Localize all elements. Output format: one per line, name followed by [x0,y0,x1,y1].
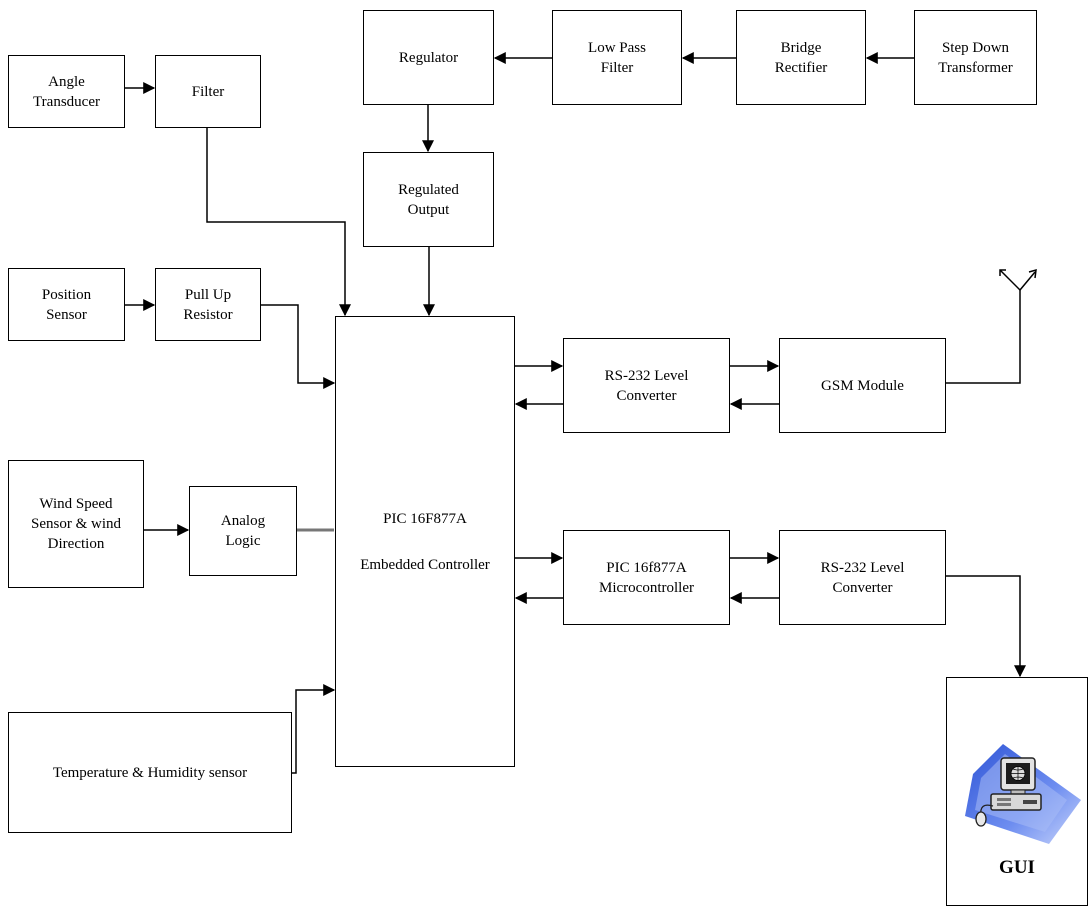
step-down-transformer-block: Step Down Transformer [914,10,1037,105]
step-down-transformer-label: Step Down Transformer [938,39,1013,76]
wire-temp-to-controller [292,684,336,774]
rs232-bottom-block: RS-232 Level Converter [779,530,946,625]
regulated-output-block: Regulated Output [363,152,494,247]
pic-microcontroller-block: PIC 16f877A Microcontroller [563,530,730,625]
wire-filter-to-controller [206,128,351,317]
embedded-controller-block: PIC 16F877A Embedded Controller [335,316,515,767]
gsm-module-block: GSM Module [779,338,946,433]
low-pass-filter-label: Low Pass Filter [588,39,646,76]
angle-transducer-label: Angle Transducer [33,73,100,110]
bridge-rectifier-label: Bridge Rectifier [774,39,828,76]
rs232-bottom-label: RS-232 Level Converter [820,559,905,596]
wind-sensor-label: Wind Speed Sensor & wind Direction [31,496,121,552]
wire-pullup-to-controller [261,304,336,389]
gui-block: GUI [946,677,1088,906]
position-sensor-label: Position Sensor [41,286,92,323]
rs232-top-block: RS-232 Level Converter [563,338,730,433]
pic-microcontroller-label: PIC 16f877A Microcontroller [599,559,694,596]
computer-icon [965,744,1081,844]
antenna-icon [999,268,1037,291]
filter-block: Filter [155,55,261,128]
analog-logic-label: Analog Logic [220,513,266,549]
rs232-top-label: RS-232 Level Converter [604,367,689,404]
regulator-label: Regulator [398,49,459,66]
wind-sensor-block: Wind Speed Sensor & wind Direction [8,460,144,588]
low-pass-filter-block: Low Pass Filter [552,10,682,105]
bridge-rectifier-block: Bridge Rectifier [736,10,866,105]
pull-up-resistor-label: Pull Up Resistor [183,286,233,323]
regulator-block: Regulator [363,10,494,105]
gui-label: GUI [999,857,1035,878]
regulated-output-label: Regulated Output [398,181,459,218]
gsm-module-label: GSM Module [821,377,904,394]
pull-up-resistor-block: Pull Up Resistor [155,268,261,341]
angle-transducer-block: Angle Transducer [8,55,125,128]
position-sensor-block: Position Sensor [8,268,125,341]
temp-humidity-block: Temperature & Humidity sensor [8,712,292,833]
wire-rs232-to-gui [946,575,1026,678]
wire-gsm-to-antenna [946,290,1021,384]
filter-label: Filter [191,83,225,100]
embedded-controller-label: PIC 16F877A Embedded Controller [360,510,490,573]
analog-logic-block: Analog Logic [189,486,297,576]
temp-humidity-label: Temperature & Humidity sensor [52,764,248,781]
